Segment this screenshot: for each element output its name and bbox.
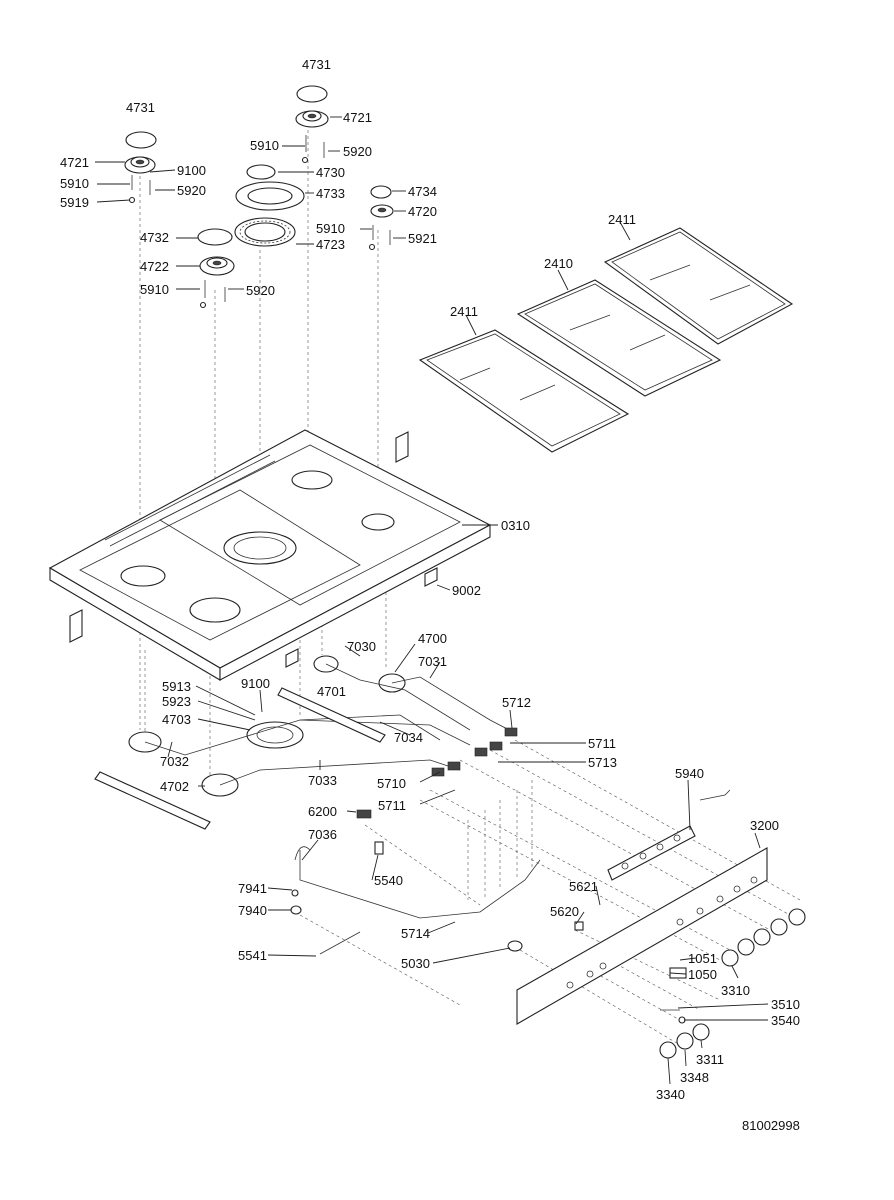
part-label: 5910 xyxy=(140,282,169,297)
part-label: 4703 xyxy=(162,712,191,727)
part-label: 5910 xyxy=(316,221,345,236)
part-label: 4700 xyxy=(418,631,447,646)
burner-stack-lower-left xyxy=(197,228,235,309)
part-label: 9002 xyxy=(452,583,481,598)
part-label: 4722 xyxy=(140,259,169,274)
part-label: 4731 xyxy=(126,100,155,115)
part-label: 7036 xyxy=(308,827,337,842)
part-label: 2410 xyxy=(544,256,573,271)
part-label: 5713 xyxy=(588,755,617,770)
part-label: 5940 xyxy=(675,766,704,781)
part-label: 3310 xyxy=(721,983,750,998)
part-label: 5910 xyxy=(250,138,279,153)
part-label: 5920 xyxy=(246,283,275,298)
part-label: 7940 xyxy=(238,903,267,918)
pan-support-grids xyxy=(418,227,794,453)
part-label: 7033 xyxy=(308,773,337,788)
part-label: 4721 xyxy=(60,155,89,170)
part-label: 4731 xyxy=(302,57,331,72)
control-panel xyxy=(516,825,768,1025)
part-label: 5620 xyxy=(550,904,579,919)
part-label: 4734 xyxy=(408,184,437,199)
part-label: 7032 xyxy=(160,754,189,769)
part-label: 7034 xyxy=(394,730,423,745)
part-label: 5621 xyxy=(569,879,598,894)
part-label: 3348 xyxy=(680,1070,709,1085)
part-label: 4701 xyxy=(317,684,346,699)
part-label: 4720 xyxy=(408,204,437,219)
part-label: 5711 xyxy=(588,736,616,751)
document-number: 81002998 xyxy=(742,1118,800,1133)
part-label: 4733 xyxy=(316,186,345,201)
part-label: 4732 xyxy=(140,230,169,245)
part-label: 3311 xyxy=(696,1052,724,1067)
part-label: 5712 xyxy=(502,695,531,710)
mounting-brackets xyxy=(69,431,438,668)
part-label: 3200 xyxy=(750,818,779,833)
part-label: 5714 xyxy=(401,926,430,941)
burner-stack-left xyxy=(124,131,157,204)
part-label: 5910 xyxy=(60,176,89,191)
part-label: 7941 xyxy=(238,881,267,896)
part-label: 9100 xyxy=(241,676,270,691)
part-label: 7030 xyxy=(347,639,376,654)
part-label: 3340 xyxy=(656,1087,685,1102)
part-label: 4723 xyxy=(316,237,345,252)
part-label: 2411 xyxy=(608,212,636,227)
part-label: 4721 xyxy=(343,110,372,125)
control-knobs xyxy=(659,908,806,1059)
part-number-labels: 4731 4731 4721 4721 9100 5910 5920 5919 … xyxy=(60,57,800,1102)
part-label: 3540 xyxy=(771,1013,800,1028)
burner-stack-center xyxy=(234,85,329,247)
part-label: 5921 xyxy=(408,231,437,246)
part-label: 5030 xyxy=(401,956,430,971)
part-label: 7031 xyxy=(418,654,447,669)
part-label: 5923 xyxy=(162,694,191,709)
part-label: 4702 xyxy=(160,779,189,794)
part-label: 5540 xyxy=(374,873,403,888)
part-label: 5920 xyxy=(343,144,372,159)
gas-pipework xyxy=(94,655,731,955)
part-label: 6200 xyxy=(308,804,337,819)
part-label: 5920 xyxy=(177,183,206,198)
part-label: 2411 xyxy=(450,304,478,319)
burner-stack-right xyxy=(368,185,394,251)
part-label: 5710 xyxy=(377,776,406,791)
leader-lines xyxy=(95,116,769,1085)
part-label: 1051 xyxy=(688,951,717,966)
cooktop-panel xyxy=(48,429,492,681)
part-label: 1050 xyxy=(688,967,717,982)
part-label: 5913 xyxy=(162,679,191,694)
part-label: 9100 xyxy=(177,163,206,178)
part-label: 0310 xyxy=(501,518,530,533)
part-label: 5541 xyxy=(238,948,267,963)
part-label: 3510 xyxy=(771,997,800,1012)
part-label: 5711 xyxy=(378,798,406,813)
part-label: 5919 xyxy=(60,195,89,210)
part-label: 4730 xyxy=(316,165,345,180)
